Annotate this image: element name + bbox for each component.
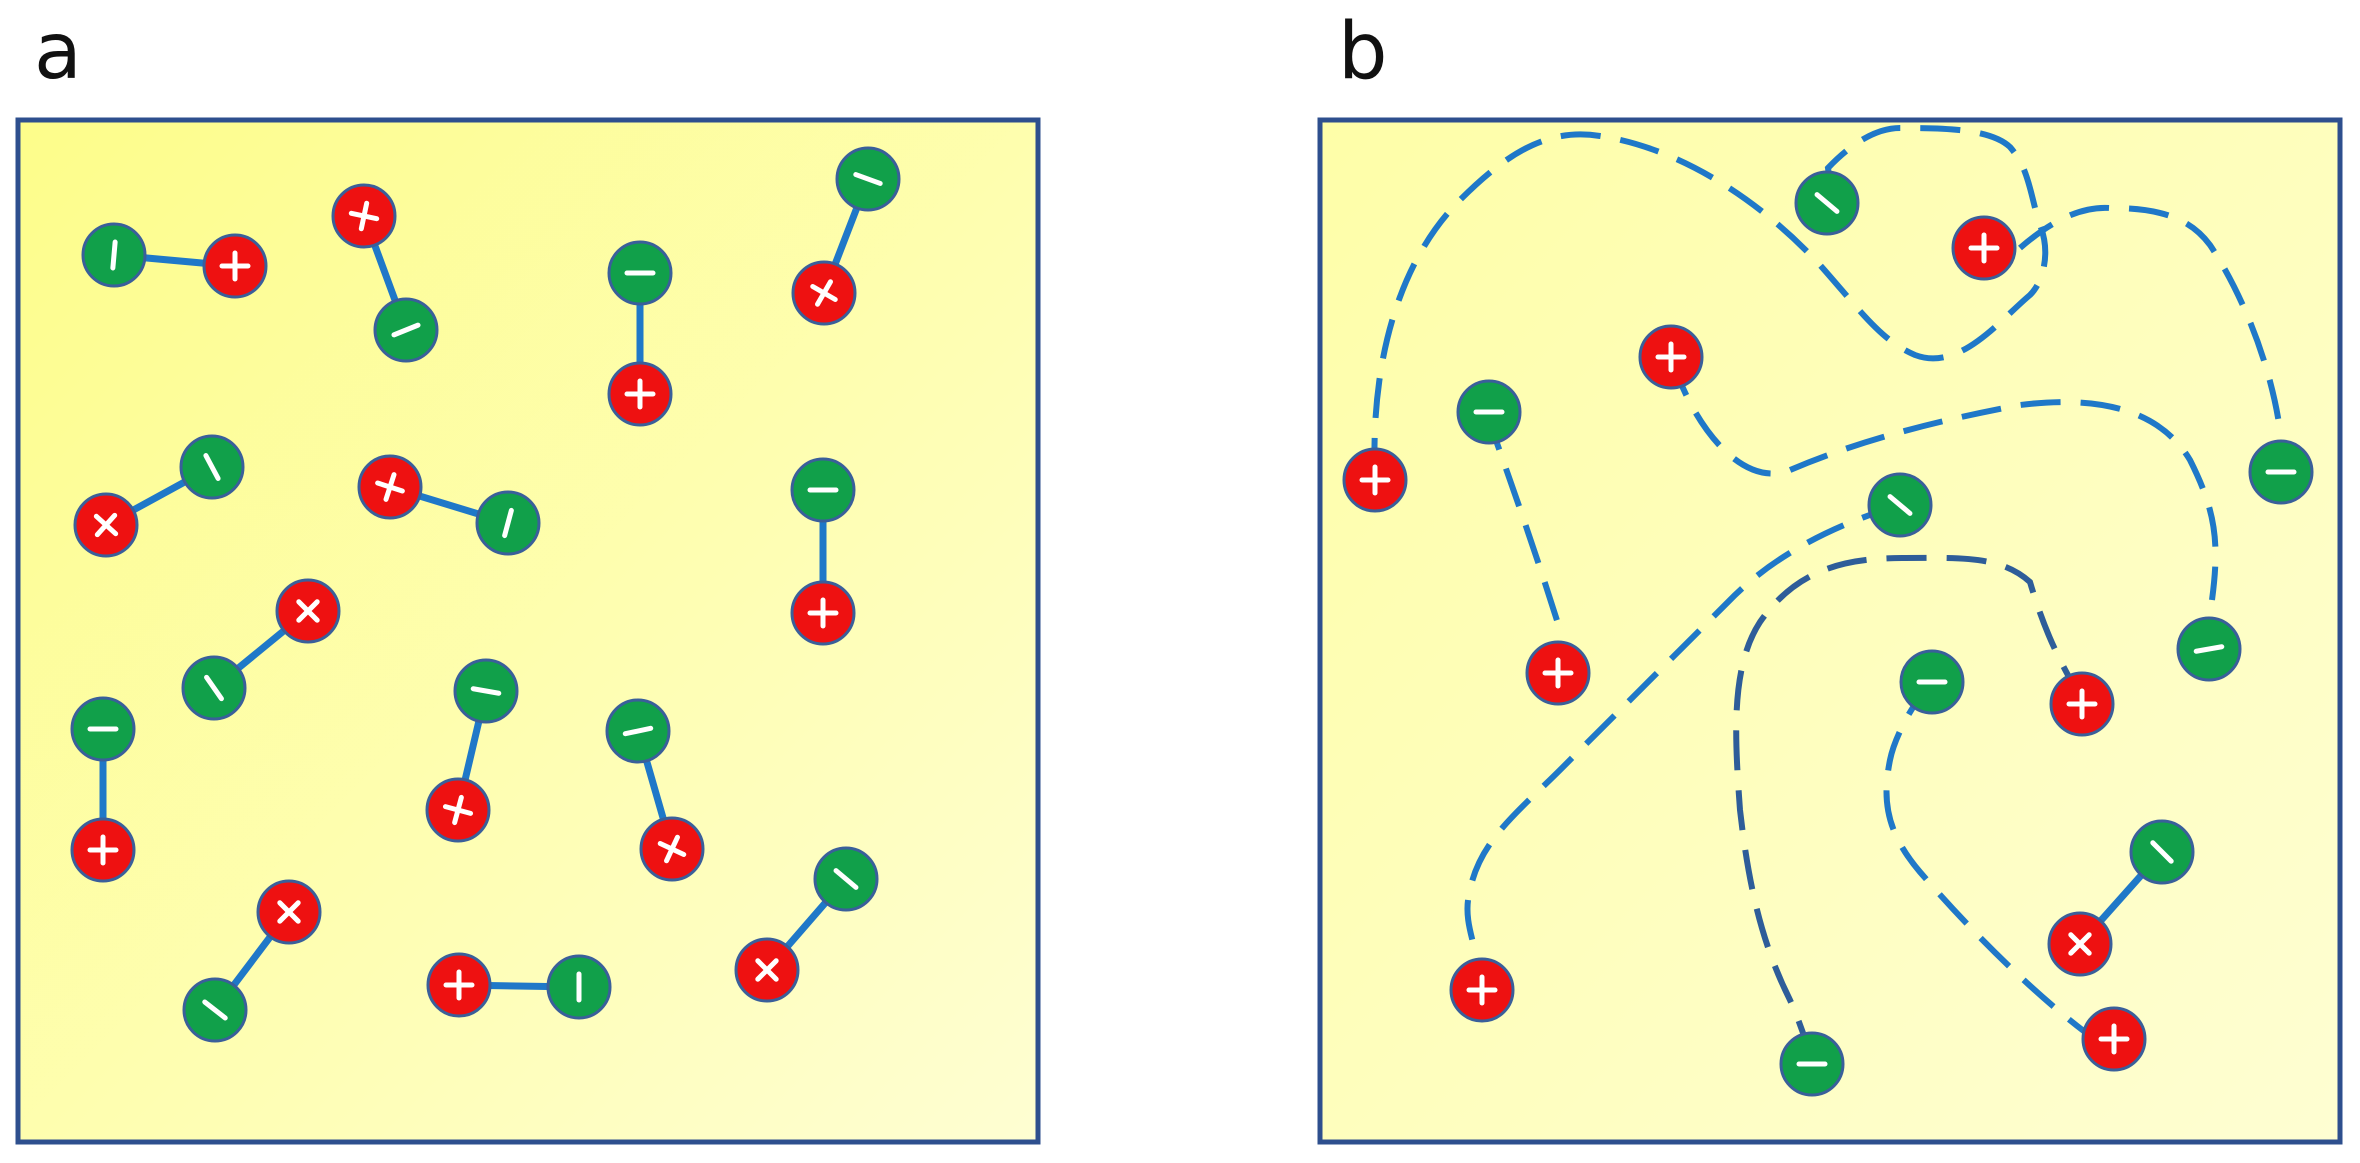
negative-charge (182, 977, 248, 1043)
negative-charge (607, 240, 673, 306)
negative-charge (181, 655, 247, 721)
panel-b-label: b (1338, 7, 1388, 97)
negative-charge (2248, 439, 2314, 505)
positive-charge (331, 183, 397, 249)
polymer-chain (2018, 204, 2283, 431)
positive-charge (426, 952, 492, 1018)
polymer-chain (1464, 502, 1901, 976)
negative-charge (475, 490, 541, 556)
panel-b-polymer-chains (1342, 124, 2314, 1097)
negative-charge (605, 698, 671, 764)
positive-charge (607, 361, 673, 427)
positive-charge (791, 260, 857, 326)
positive-charge (357, 454, 423, 520)
negative-charge (1867, 472, 1933, 538)
panel-a-label: a (34, 7, 82, 97)
positive-charge (202, 233, 268, 299)
positive-charge (2047, 911, 2113, 977)
positive-charge (425, 777, 491, 843)
negative-charge (81, 222, 147, 288)
negative-charge (2176, 616, 2242, 682)
positive-charge (1449, 957, 1515, 1023)
negative-charge (1794, 170, 1860, 236)
positive-charge (2049, 671, 2115, 737)
positive-charge (1951, 215, 2017, 281)
positive-charge (73, 492, 139, 558)
negative-charge (1779, 1031, 1845, 1097)
negative-charge (70, 696, 136, 762)
positive-charge (1525, 640, 1591, 706)
positive-charge (2081, 1006, 2147, 1072)
positive-charge (1342, 447, 1408, 513)
negative-charge (1899, 649, 1965, 715)
positive-charge (1638, 324, 1704, 390)
positive-charge (275, 578, 341, 644)
panel-a-frame (15, 117, 1041, 1145)
positive-charge (70, 817, 136, 883)
polymer-chain (1733, 554, 2085, 1061)
negative-charge (835, 146, 901, 212)
negative-charge (453, 658, 519, 724)
polymer-chain (1371, 124, 2049, 479)
negative-charge (1456, 379, 1522, 445)
polymer-chain (1669, 357, 2219, 601)
negative-charge (373, 297, 439, 363)
positive-charge (639, 816, 705, 882)
negative-charge (2129, 819, 2195, 885)
panel-a-ion-pairs (70, 146, 901, 1043)
positive-charge (256, 879, 322, 945)
negative-charge (179, 434, 245, 500)
negative-charge (546, 954, 612, 1020)
negative-charge (813, 846, 879, 912)
positive-charge (734, 937, 800, 1003)
positive-charge (790, 580, 856, 646)
negative-charge (790, 457, 856, 523)
